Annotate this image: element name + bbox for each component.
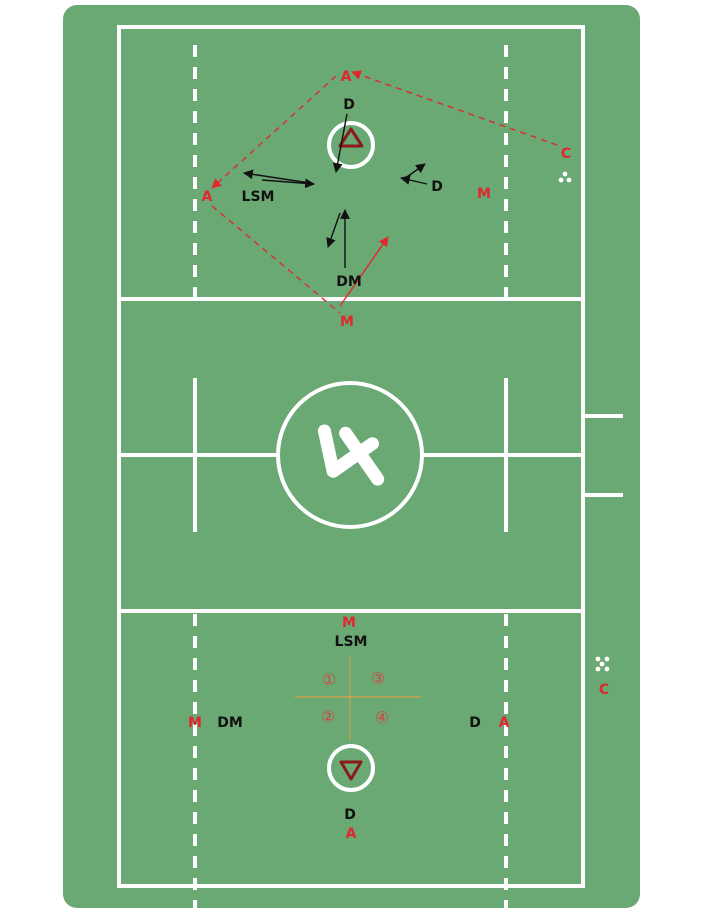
quadrant-label: ④ (375, 708, 389, 727)
quadrant-label: ③ (371, 669, 385, 688)
quadrant-label: ② (321, 707, 335, 726)
player-label: C (599, 682, 609, 698)
top-passing-lanes (211, 70, 558, 314)
player-label: A (499, 715, 510, 731)
player-label: M (340, 314, 354, 330)
faceoff-cross (295, 656, 421, 740)
player-label: LSM (242, 189, 275, 205)
top-m-cut-arrow (339, 236, 389, 307)
player-label: D (469, 715, 481, 731)
player-label: A (346, 826, 357, 842)
player-label: A (202, 189, 213, 205)
player-label: D (431, 179, 443, 195)
player-label: M (477, 186, 491, 202)
player-label: A (341, 69, 352, 85)
bottom-goal-icon (339, 760, 363, 781)
top-defense-arrows (243, 113, 428, 268)
top-ball-cluster-icon (558, 171, 572, 183)
bottom-ball-cluster-icon (595, 656, 610, 672)
league-logo-icon (317, 424, 385, 486)
player-label: M (342, 615, 356, 631)
player-label: C (561, 146, 571, 162)
player-label: D (344, 807, 356, 823)
player-label: DM (336, 274, 362, 290)
player-label: LSM (335, 634, 368, 650)
player-label: DM (217, 715, 243, 731)
player-label: M (188, 715, 202, 731)
bottom-goal-crease (327, 744, 375, 792)
quadrant-label: ① (322, 670, 336, 689)
player-label: D (343, 97, 355, 113)
top-goal-icon (338, 127, 364, 148)
